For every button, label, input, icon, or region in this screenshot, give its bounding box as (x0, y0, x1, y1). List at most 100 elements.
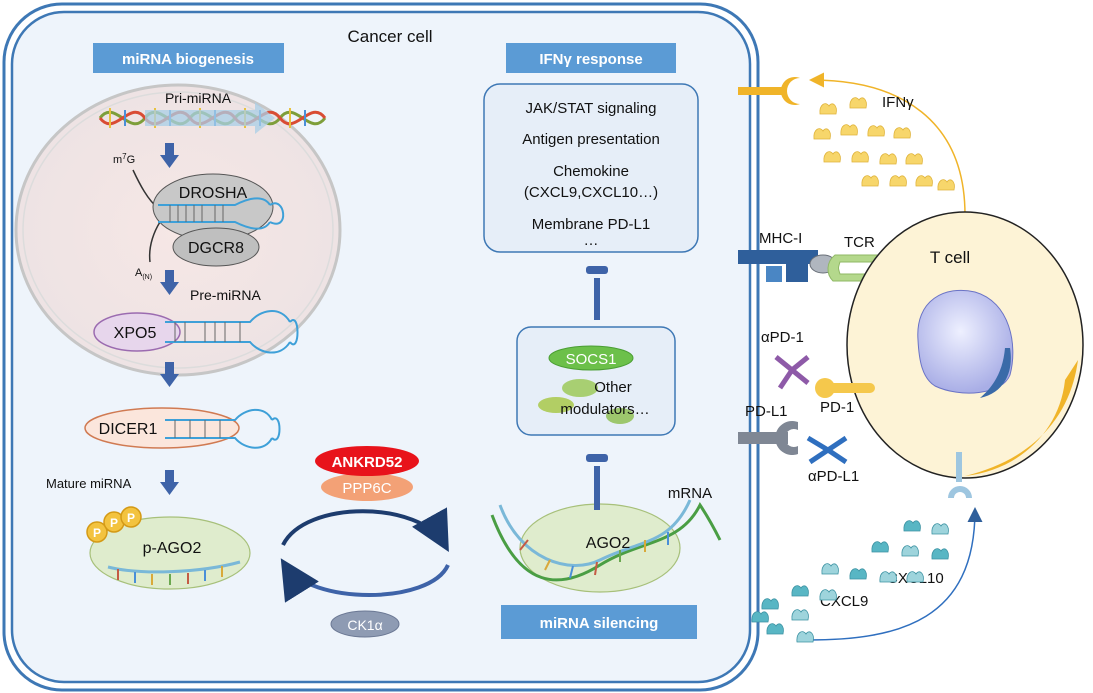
chemokine-receptor (948, 452, 972, 498)
anti-pd-l1-antibody (806, 435, 848, 465)
transcription-arrow (145, 102, 275, 134)
ifng-response-title: IFNγ response (539, 51, 642, 68)
ifng-molecule (851, 151, 869, 163)
chemokine-molecule (791, 585, 809, 597)
ck1a-badge (330, 610, 400, 638)
ifng-item-more: … (584, 232, 599, 249)
pd-l1-label: PD-L1 (745, 403, 788, 420)
biogenesis-title: miRNA biogenesis (122, 51, 254, 68)
dicer-bound-hairpin (165, 408, 281, 449)
other-modulators-line2: modulators… (560, 401, 649, 418)
ifng-molecule (893, 127, 911, 139)
biogenesis-header: miRNA biogenesis (93, 43, 284, 73)
pd-1-receptor (815, 378, 875, 398)
ankrd52-label: ANKRD52 (332, 454, 403, 471)
chemokine-molecule (766, 623, 784, 635)
chemokine-molecule (751, 611, 769, 623)
ifng-response-header: IFNγ response (506, 43, 676, 73)
ifng-molecule (823, 151, 841, 163)
t-cell (846, 211, 1084, 479)
ifng-particles (813, 97, 955, 191)
socs1-label: SOCS1 (566, 351, 617, 368)
silencing-header: miRNA silencing (501, 605, 697, 639)
pri-mirna-label: Pri-miRNA (165, 90, 232, 106)
anti-pd-1-label: αPD-1 (761, 329, 804, 346)
ifng-item-chemokine: Chemokine (553, 163, 629, 180)
ifng-receptor (738, 76, 800, 105)
anti-pd-1-antibody (774, 355, 810, 390)
ifng-molecule (813, 128, 831, 140)
tcr-label: TCR (844, 234, 875, 251)
xpo5-protein (93, 312, 181, 352)
mrna-strand (490, 499, 722, 582)
chemokine-molecule (821, 563, 839, 575)
socs1-badge (548, 345, 634, 371)
pd-1-label: PD-1 (820, 399, 854, 416)
t-cell-label: T cell (930, 248, 970, 267)
mhc-i-complex (738, 250, 818, 282)
chemokine-molecule (849, 568, 867, 580)
ppp6c-badge (321, 473, 413, 501)
arrow-pri-to-drosha (160, 143, 179, 168)
anti-pd-l1-label: αPD-L1 (808, 468, 859, 485)
chemokine-molecule (901, 545, 919, 557)
phosphorylation-arrow (280, 558, 450, 603)
phosphate-label-1: P (93, 526, 101, 540)
ifng-molecule (937, 179, 955, 191)
silencing-title: miRNA silencing (540, 615, 659, 632)
chemokine-molecule (931, 548, 949, 560)
chemokine-molecule (796, 631, 814, 643)
dicer1-label: DICER1 (99, 421, 158, 438)
arrow-dicer-to-ago2 (160, 470, 179, 495)
ifng-response-box (483, 83, 699, 253)
phosphate-1 (86, 521, 108, 543)
mature-mirna-strand (107, 560, 241, 585)
p-ago2-label: p-AGO2 (143, 540, 202, 557)
ifng-molecule (879, 153, 897, 165)
ifng-molecule (905, 153, 923, 165)
phosphate-groups: P P P (86, 506, 142, 543)
xpo5-label: XPO5 (114, 325, 157, 342)
chemokine-molecule (819, 589, 837, 601)
ifng-label: IFNγ (882, 94, 914, 111)
chemokine-molecule (871, 541, 889, 553)
ago2-label: AGO2 (586, 535, 631, 552)
chemokine-flow-arrow (807, 507, 983, 641)
pre-mirna-hairpin (165, 310, 299, 354)
ifng-molecule (819, 103, 837, 115)
drosha-label: DROSHA (179, 185, 248, 202)
cancer-cell-label: Cancer cell (347, 27, 432, 46)
phosphate-label-2: P (110, 516, 118, 530)
arrow-drosha-to-xpo5 (160, 270, 179, 295)
cxcl-particles (751, 520, 949, 643)
ankrd52-badge (315, 446, 419, 476)
other-modulators-line1: Other (594, 379, 632, 396)
pri-mirna-stem (158, 197, 285, 230)
m7g-cap-label: m7G (113, 152, 135, 166)
dephosphorylation-arrow (281, 507, 449, 552)
ifng-item-antigen: Antigen presentation (522, 131, 660, 148)
inhibit-ago2-to-modulators (586, 454, 608, 510)
chemokine-molecule (931, 523, 949, 535)
ifng-molecule (849, 97, 867, 109)
t-cell-nucleus (917, 289, 1014, 394)
pre-mirna-label: Pre-miRNA (190, 287, 261, 303)
ifng-molecule (867, 125, 885, 137)
dgcr8-protein (172, 227, 260, 267)
ifng-molecule (889, 175, 907, 187)
chemokine-molecule (906, 571, 924, 583)
ck1a-label: CK1α (347, 617, 382, 633)
phosphate-label-3: P (127, 511, 135, 525)
arrow-xpo5-to-dicer (160, 362, 179, 387)
modulator-blobs (538, 379, 634, 424)
ifng-molecule (861, 175, 879, 187)
ifng-item-jak-stat: JAK/STAT signaling (526, 100, 657, 117)
mhc-i-label: MHC-I (759, 230, 802, 247)
mrna-label: mRNA (668, 485, 712, 502)
ifng-molecule (915, 175, 933, 187)
chemokine-molecule (879, 571, 897, 583)
chemokine-molecule (903, 520, 921, 532)
ifng-item-cxcl: (CXCL9,CXCL10…) (524, 184, 658, 201)
poly-a-label: A(N) (135, 267, 152, 281)
